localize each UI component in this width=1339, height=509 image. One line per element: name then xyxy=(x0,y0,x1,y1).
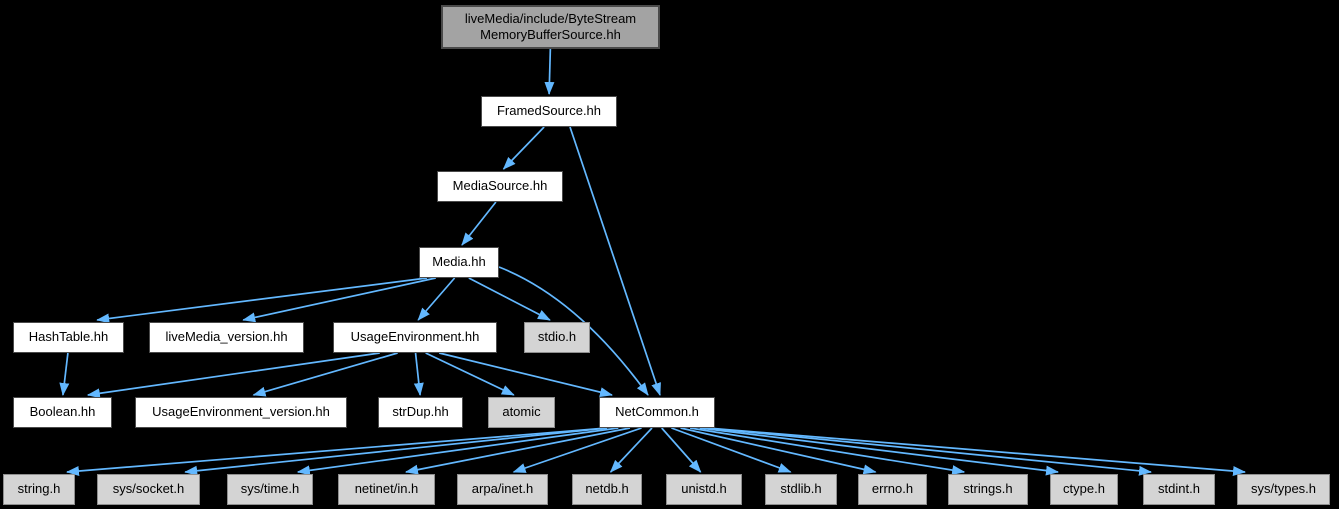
node-stdint: stdint.h xyxy=(1143,474,1215,505)
node-mediasource[interactable]: MediaSource.hh xyxy=(437,171,563,202)
edge-usageenvironment-netcommon xyxy=(438,352,613,398)
node-arpa_inet: arpa/inet.h xyxy=(457,474,548,505)
edge-netcommon-netdb xyxy=(609,427,653,473)
node-unistd: unistd.h xyxy=(666,474,742,505)
edge-framedsource-netcommon xyxy=(569,126,661,396)
edge-netcommon-netinet_in xyxy=(404,427,631,475)
node-label: sys/time.h xyxy=(240,481,300,497)
node-stdlib: stdlib.h xyxy=(765,474,837,505)
node-label: strDup.hh xyxy=(392,404,449,420)
edge-netcommon-sys_types xyxy=(706,427,1246,477)
edge-netcommon-stdint xyxy=(706,427,1152,476)
node-label: UsageEnvironment_version.hh xyxy=(152,404,330,420)
edge-usageenvironment-ue_version xyxy=(252,352,398,397)
edge-usageenvironment-boolean xyxy=(86,352,380,399)
node-strdup[interactable]: strDup.hh xyxy=(378,397,463,428)
node-label: liveMedia_version.hh xyxy=(165,329,288,345)
node-netinet_in: netinet/in.h xyxy=(338,474,435,505)
node-media[interactable]: Media.hh xyxy=(419,247,499,278)
node-atomic: atomic xyxy=(488,397,555,428)
node-sys_socket: sys/socket.h xyxy=(97,474,200,505)
edge-netcommon-sys_socket xyxy=(184,427,608,476)
node-label: ctype.h xyxy=(1063,481,1105,497)
node-strings_h: strings.h xyxy=(948,474,1028,505)
node-ctype: ctype.h xyxy=(1050,474,1118,505)
node-label: unistd.h xyxy=(681,481,727,497)
node-label: FramedSource.hh xyxy=(496,103,602,119)
node-netdb: netdb.h xyxy=(572,474,642,505)
edge-netcommon-string_h xyxy=(66,427,608,477)
edge-netcommon-errno xyxy=(680,427,877,475)
node-hashtable[interactable]: HashTable.hh xyxy=(13,322,124,353)
edge-media-usageenvironment xyxy=(417,277,456,321)
edge-hashtable-boolean xyxy=(59,352,70,396)
node-label: netinet/in.h xyxy=(354,481,419,497)
node-string_h: string.h xyxy=(3,474,75,505)
node-label: sys/socket.h xyxy=(112,481,185,497)
node-label: arpa/inet.h xyxy=(471,481,534,497)
node-sys_types: sys/types.h xyxy=(1237,474,1330,505)
node-label: errno.h xyxy=(871,481,914,497)
node-label: strings.h xyxy=(963,481,1013,497)
node-label: sys/types.h xyxy=(1250,481,1317,497)
node-label: atomic xyxy=(502,404,541,420)
node-label: Boolean.hh xyxy=(29,404,96,420)
node-errno: errno.h xyxy=(858,474,927,505)
node-label: stdlib.h xyxy=(780,481,822,497)
node-boolean[interactable]: Boolean.hh xyxy=(13,397,112,428)
edge-netcommon-unistd xyxy=(661,427,702,473)
edge-media-hashtable xyxy=(96,277,428,324)
node-bytestream: liveMedia/include/ByteStream MemoryBuffe… xyxy=(441,5,660,49)
node-label: liveMedia/include/ByteStream MemoryBuffe… xyxy=(464,10,637,42)
node-label: string.h xyxy=(17,481,61,497)
edge-media-stdio xyxy=(468,277,551,321)
node-livemedia_version[interactable]: liveMedia_version.hh xyxy=(149,322,304,353)
node-stdio: stdio.h xyxy=(524,322,590,353)
edge-mediasource-media xyxy=(461,201,497,246)
node-label: HashTable.hh xyxy=(28,329,109,345)
node-label: UsageEnvironment.hh xyxy=(350,329,480,345)
node-label: stdint.h xyxy=(1158,481,1200,497)
edge-netcommon-stdlib xyxy=(671,427,792,473)
node-label: MediaSource.hh xyxy=(452,178,548,194)
node-sys_time: sys/time.h xyxy=(227,474,313,505)
edge-netcommon-ctype xyxy=(699,427,1059,476)
edge-netcommon-strings_h xyxy=(689,427,966,476)
edge-framedsource-mediasource xyxy=(502,126,545,170)
node-label: NetCommon.h xyxy=(615,404,699,420)
node-label: netdb.h xyxy=(585,481,629,497)
node-label: Media.hh xyxy=(432,254,486,270)
node-ue_version[interactable]: UsageEnvironment_version.hh xyxy=(135,397,347,428)
node-usageenvironment[interactable]: UsageEnvironment.hh xyxy=(333,322,497,353)
edge-media-netcommon xyxy=(498,266,649,396)
edge-usageenvironment-strdup xyxy=(413,352,424,396)
node-framedsource[interactable]: FramedSource.hh xyxy=(481,96,617,127)
edge-bytestream-framedsource xyxy=(544,48,555,95)
node-netcommon[interactable]: NetCommon.h xyxy=(599,397,715,428)
edge-media-livemedia_version xyxy=(242,277,436,323)
edge-netcommon-arpa_inet xyxy=(512,427,642,473)
edge-netcommon-sys_time xyxy=(296,427,619,476)
node-label: stdio.h xyxy=(537,329,577,345)
edge-usageenvironment-atomic xyxy=(425,352,515,396)
